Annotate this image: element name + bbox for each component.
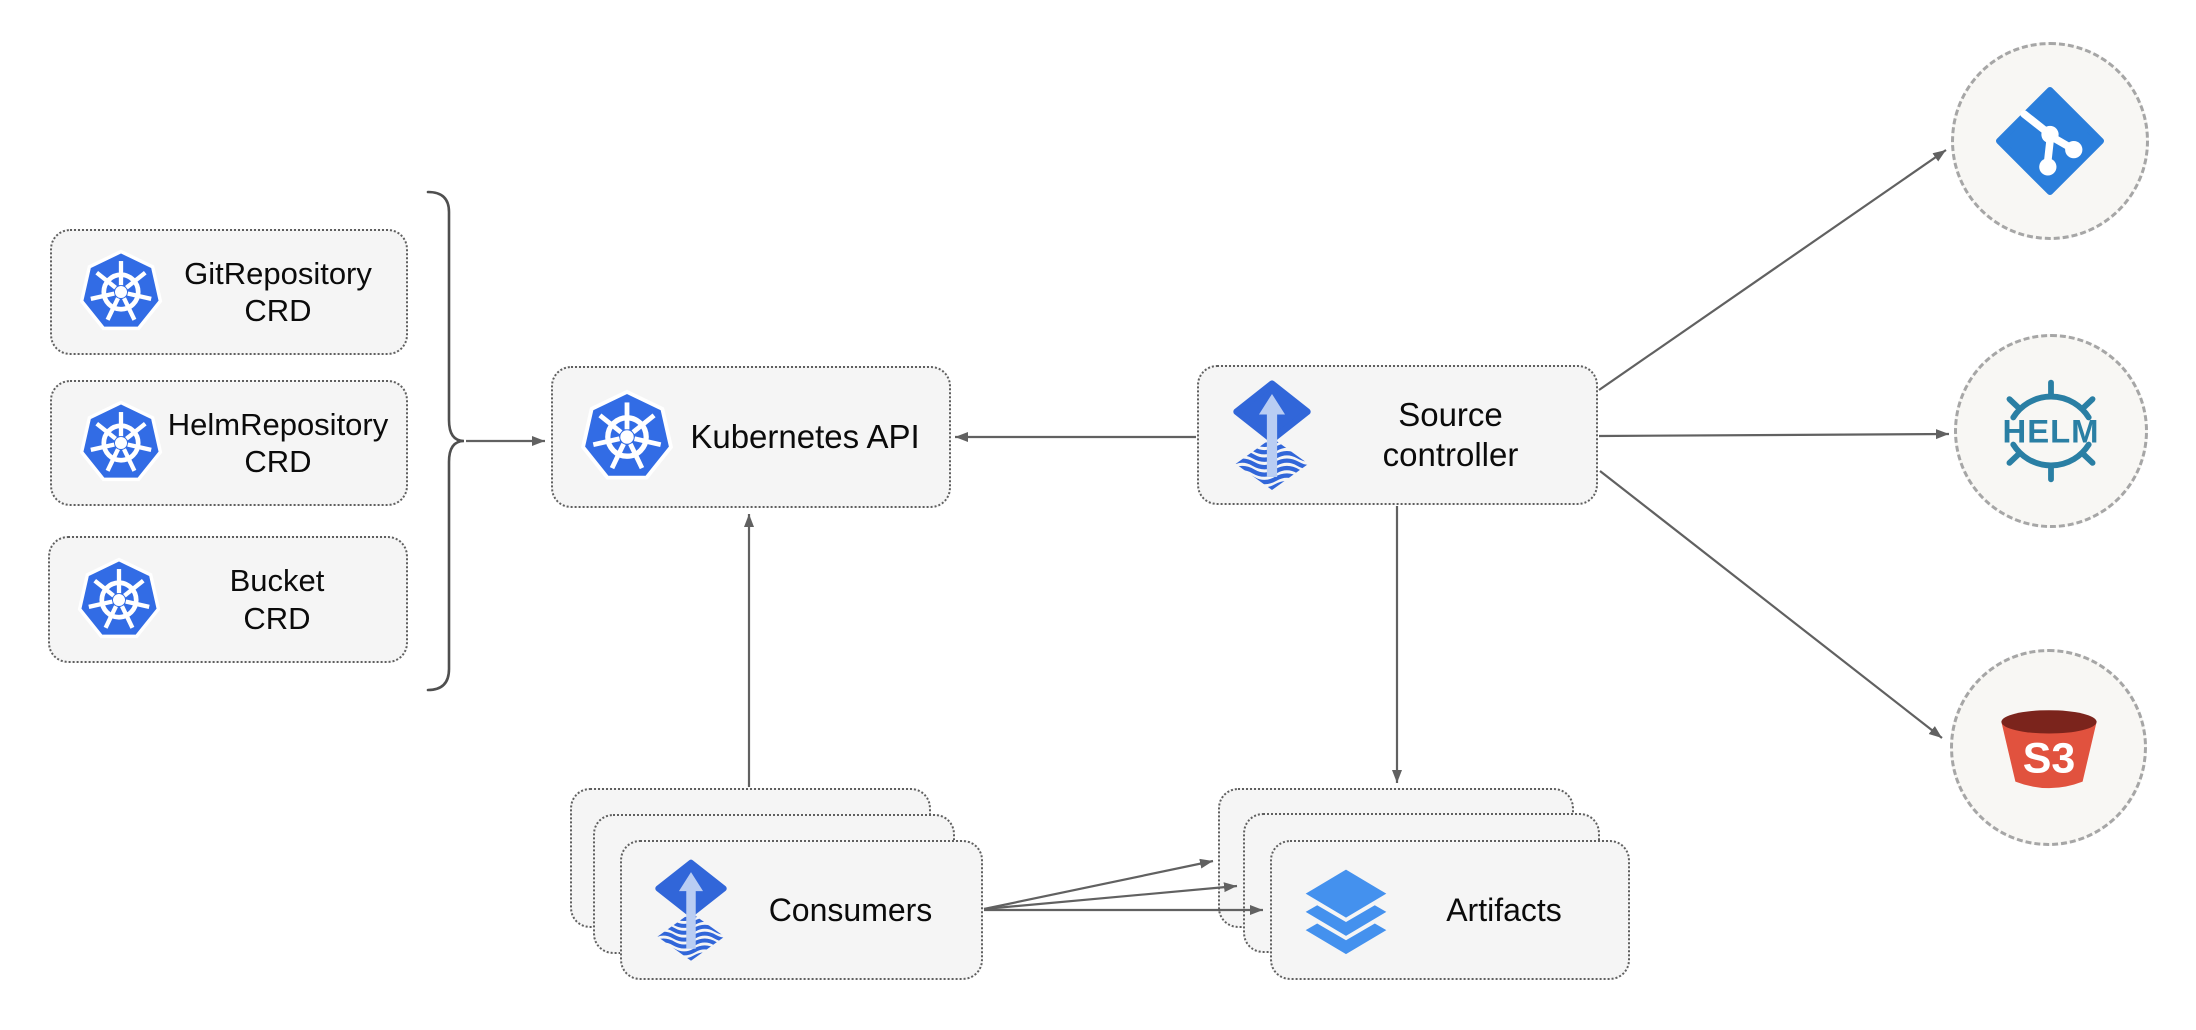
git-endpoint-node bbox=[1951, 42, 2149, 240]
source-controller-node: Source controller bbox=[1197, 365, 1598, 505]
flux-icon bbox=[648, 858, 734, 962]
s3-endpoint-node: S3 bbox=[1950, 649, 2147, 846]
helm-repository-crd-label: HelmRepository CRD bbox=[167, 406, 389, 479]
arrow-consumers-to-artifacts-1 bbox=[983, 858, 1214, 911]
kubernetes-api-node: Kubernetes API bbox=[551, 366, 951, 508]
kubernetes-icon bbox=[579, 389, 675, 485]
bucket-crd-label: Bucket CRD bbox=[229, 563, 325, 636]
layers-icon bbox=[1305, 869, 1387, 955]
grouping-brace bbox=[426, 190, 465, 692]
helm-endpoint-node: HELM bbox=[1954, 334, 2148, 528]
arrow-source-to-helm bbox=[1598, 429, 1950, 440]
artifacts-node: Artifacts bbox=[1270, 840, 1630, 980]
s3-bucket-icon: S3 bbox=[2000, 709, 2097, 788]
consumers-node: Consumers bbox=[620, 840, 983, 980]
kubernetes-api-label: Kubernetes API bbox=[690, 418, 920, 456]
s3-endpoint-text: S3 bbox=[2022, 734, 2075, 782]
git-repository-crd-label: GitRepository CRD bbox=[184, 255, 372, 328]
artifacts-label: Artifacts bbox=[1446, 891, 1562, 928]
consumers-label: Consumers bbox=[768, 891, 933, 928]
helm-icon: HELM bbox=[2003, 379, 2100, 483]
flux-icon bbox=[1225, 380, 1319, 490]
bucket-crd-node: Bucket CRD bbox=[48, 536, 408, 663]
kubernetes-icon bbox=[78, 400, 164, 486]
helm-endpoint-text: HELM bbox=[2003, 413, 2100, 450]
git-icon bbox=[1996, 87, 2104, 195]
arrow-consumers-to-artifacts-2 bbox=[983, 882, 1238, 911]
arrow-source-to-git bbox=[1598, 149, 1947, 391]
source-controller-label: Source controller bbox=[1382, 396, 1519, 473]
git-repository-crd-node: GitRepository CRD bbox=[50, 229, 408, 355]
helm-repository-crd-node: HelmRepository CRD bbox=[50, 380, 408, 506]
kubernetes-icon bbox=[76, 557, 162, 643]
arrow-source-to-s3 bbox=[1599, 470, 1943, 739]
kubernetes-icon bbox=[78, 249, 164, 335]
